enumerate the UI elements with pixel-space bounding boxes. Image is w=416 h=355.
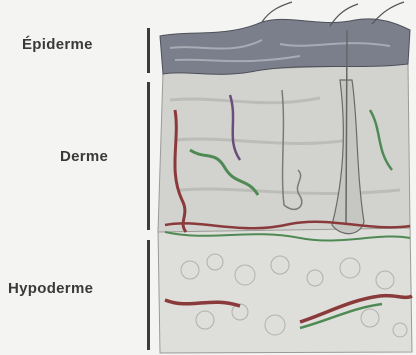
hair-shaft bbox=[346, 30, 347, 225]
dermis-layer bbox=[158, 64, 410, 232]
hair-strand bbox=[262, 2, 292, 22]
hypodermis-layer bbox=[158, 224, 412, 353]
